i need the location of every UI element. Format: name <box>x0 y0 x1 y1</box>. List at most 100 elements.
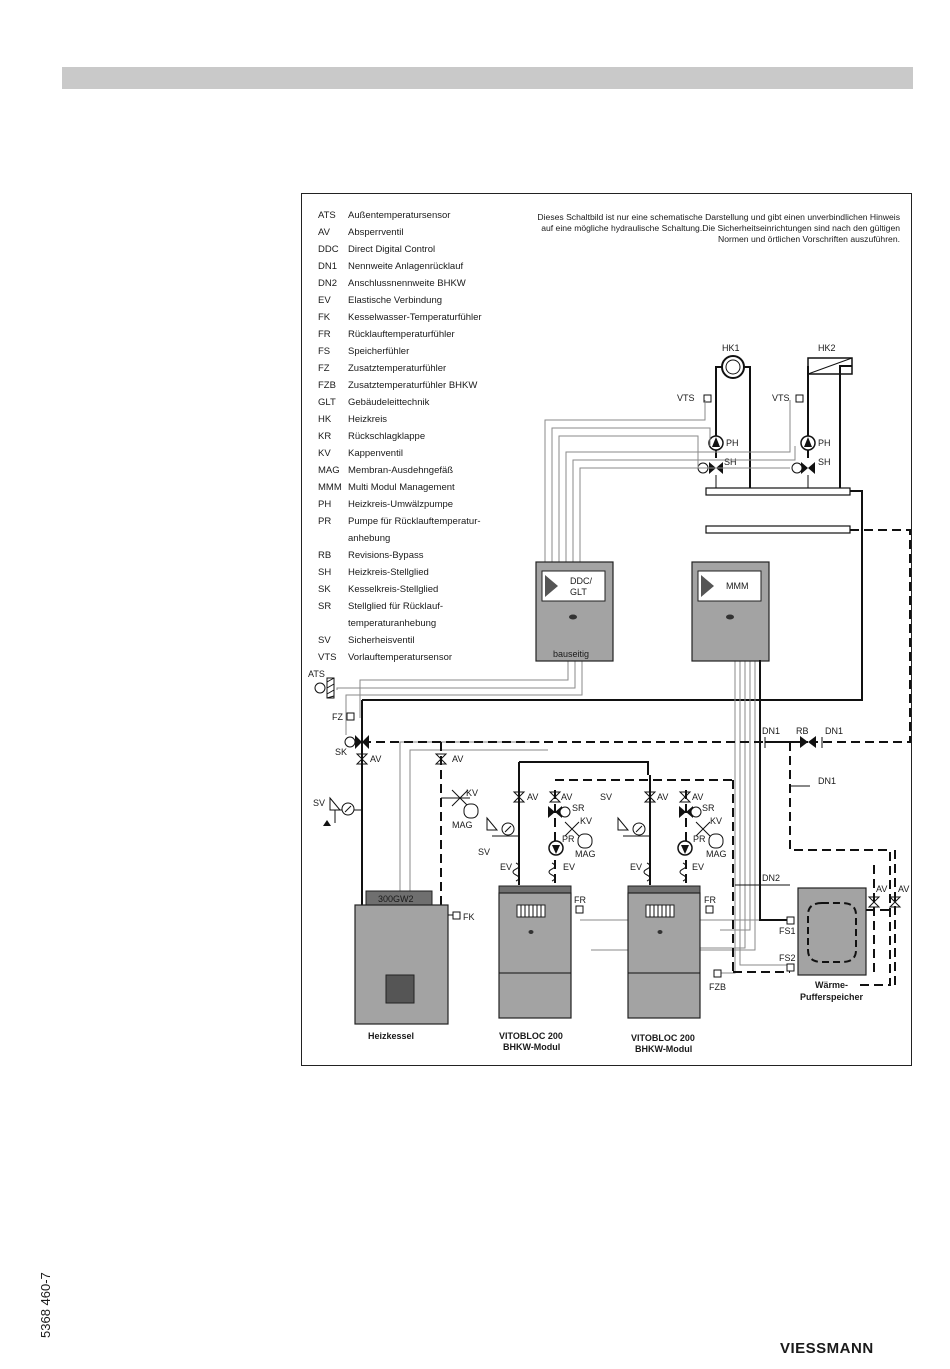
legend-abbr: KV <box>318 448 331 459</box>
ev-label: EV <box>500 862 512 872</box>
notice-line: Normen und örtlichen Vorschriften auszuf… <box>718 234 900 244</box>
fzb-label: FZB <box>709 982 726 992</box>
legend-definition: temperaturanhebung <box>348 618 437 629</box>
mag-label: MAG <box>706 849 727 859</box>
legend-abbr: ATS <box>318 210 336 221</box>
legend-abbr: DDC <box>318 244 339 255</box>
chp-module-1: AV AV SR KV PR MAG SV EV EV FR VITOBLOC … <box>478 761 733 1052</box>
legend-definition: anhebung <box>348 533 391 544</box>
boiler-name: Heizkessel <box>368 1031 414 1041</box>
legend-definition: Kesselwasser-Temperaturfühler <box>348 312 482 323</box>
ph-label: PH <box>726 438 739 448</box>
mag-label: MAG <box>452 820 473 830</box>
mag-label: MAG <box>575 849 596 859</box>
av-label: AV <box>657 792 668 802</box>
legend-definition: Membran-Ausdehngefäß <box>348 465 454 476</box>
document-number: 5368 460-7 <box>38 1272 53 1338</box>
disclaimer-notice: Dieses Schaltbild ist nur eine schematis… <box>508 212 900 245</box>
legend-definition: Stellglied für Rücklauf- <box>348 601 444 612</box>
ev-label: EV <box>630 862 642 872</box>
boiler-model-label: 300GW2 <box>378 894 414 904</box>
sv-label: SV <box>478 847 490 857</box>
fzb-sensor <box>713 969 722 978</box>
legend-definition: Absperrventil <box>348 227 404 238</box>
bauseitig-label: bauseitig <box>553 649 589 659</box>
return-header <box>705 525 851 534</box>
legend-definition: Pumpe für Rücklauftemperatur- <box>348 516 481 527</box>
legend-abbr: GLT <box>318 397 336 408</box>
chp-module-2: AV AV SR KV PR MAG SV EV EV FR VITOBLOC … <box>600 775 734 1054</box>
fr-label: FR <box>574 895 586 905</box>
av-valve-icon <box>434 753 448 765</box>
av-label: AV <box>692 792 703 802</box>
ev-label: EV <box>563 862 575 872</box>
fs2-label: FS2 <box>779 953 796 963</box>
rb-bypass-valve-icon <box>800 736 816 748</box>
legend-abbr: VTS <box>318 652 337 663</box>
av-label: AV <box>561 792 572 802</box>
chp-subname: BHKW-Modul <box>635 1044 692 1054</box>
legend-definition: Zusatztemperaturfühler <box>348 363 447 374</box>
legend-row: PH Heizkreis-Umwälzpumpe <box>318 496 518 513</box>
av-label: AV <box>452 754 463 764</box>
av-label: AV <box>876 884 887 894</box>
av-label: AV <box>370 754 381 764</box>
fz-sensor <box>346 712 355 721</box>
sr-label: SR <box>572 803 585 813</box>
legend-abbr: MAG <box>318 465 340 476</box>
mmm-controller: MMM <box>691 561 770 662</box>
legend-definition: Speicherfühler <box>348 346 410 357</box>
pr-label: PR <box>562 834 575 844</box>
notice-line: Dieses Schaltbild ist nur eine schematis… <box>537 212 900 222</box>
radiator-hk1-icon <box>721 355 745 379</box>
kv-label: KV <box>466 788 478 798</box>
legend-abbr: SH <box>318 567 332 578</box>
header-bar <box>62 67 913 89</box>
legend-abbr: RB <box>318 550 332 561</box>
legend-abbr: SV <box>318 635 331 646</box>
diagram-frame <box>301 193 912 1066</box>
legend-abbr: FZ <box>318 363 330 374</box>
dn1-label: DN1 <box>825 726 843 736</box>
kv-label: KV <box>580 816 592 826</box>
sk-valve-icon <box>355 735 369 749</box>
legend-abbr: PH <box>318 499 332 510</box>
vts-sensor-1 <box>703 394 712 403</box>
glt-label: GLT <box>570 587 587 597</box>
ats-sensor: ATS <box>308 669 335 699</box>
sh-label: SH <box>818 457 831 467</box>
chp-subname: BHKW-Modul <box>503 1042 560 1052</box>
legend-definition: Sicherheisventil <box>348 635 415 646</box>
legend-definition: Nennweite Anlagenrücklauf <box>348 261 464 272</box>
dn1-label: DN1 <box>818 776 836 786</box>
legend-definition: Anschlussnennweite BHKW <box>348 278 466 289</box>
legend-row: DN2 Anschlussnennweite BHKW <box>318 275 518 292</box>
sv-label: SV <box>600 792 612 802</box>
brand-logo: VIESSMANN <box>780 1340 874 1357</box>
legend-row: FZ Zusatztemperaturfühler <box>318 360 518 377</box>
legend-definition: Kappenventil <box>348 448 403 459</box>
ev-label: EV <box>692 862 704 872</box>
legend-definition: Heizkreis-Umwälzpumpe <box>348 499 454 510</box>
fk-label: FK <box>463 912 475 922</box>
mag-boiler: KV MAG <box>441 788 479 830</box>
notice-line: auf eine mögliche hydraulische Schaltung… <box>541 223 900 233</box>
legend-definition: Direct Digital Control <box>348 244 436 255</box>
legend-row: DDC Direct Digital Control <box>318 241 518 258</box>
buffer-storage: FS1 FS2 Wärme- Pufferspeicher AV AV <box>779 850 909 1002</box>
legend-abbr: DN2 <box>318 278 338 289</box>
legend-abbr: SK <box>318 584 331 595</box>
av-label: AV <box>898 884 909 894</box>
